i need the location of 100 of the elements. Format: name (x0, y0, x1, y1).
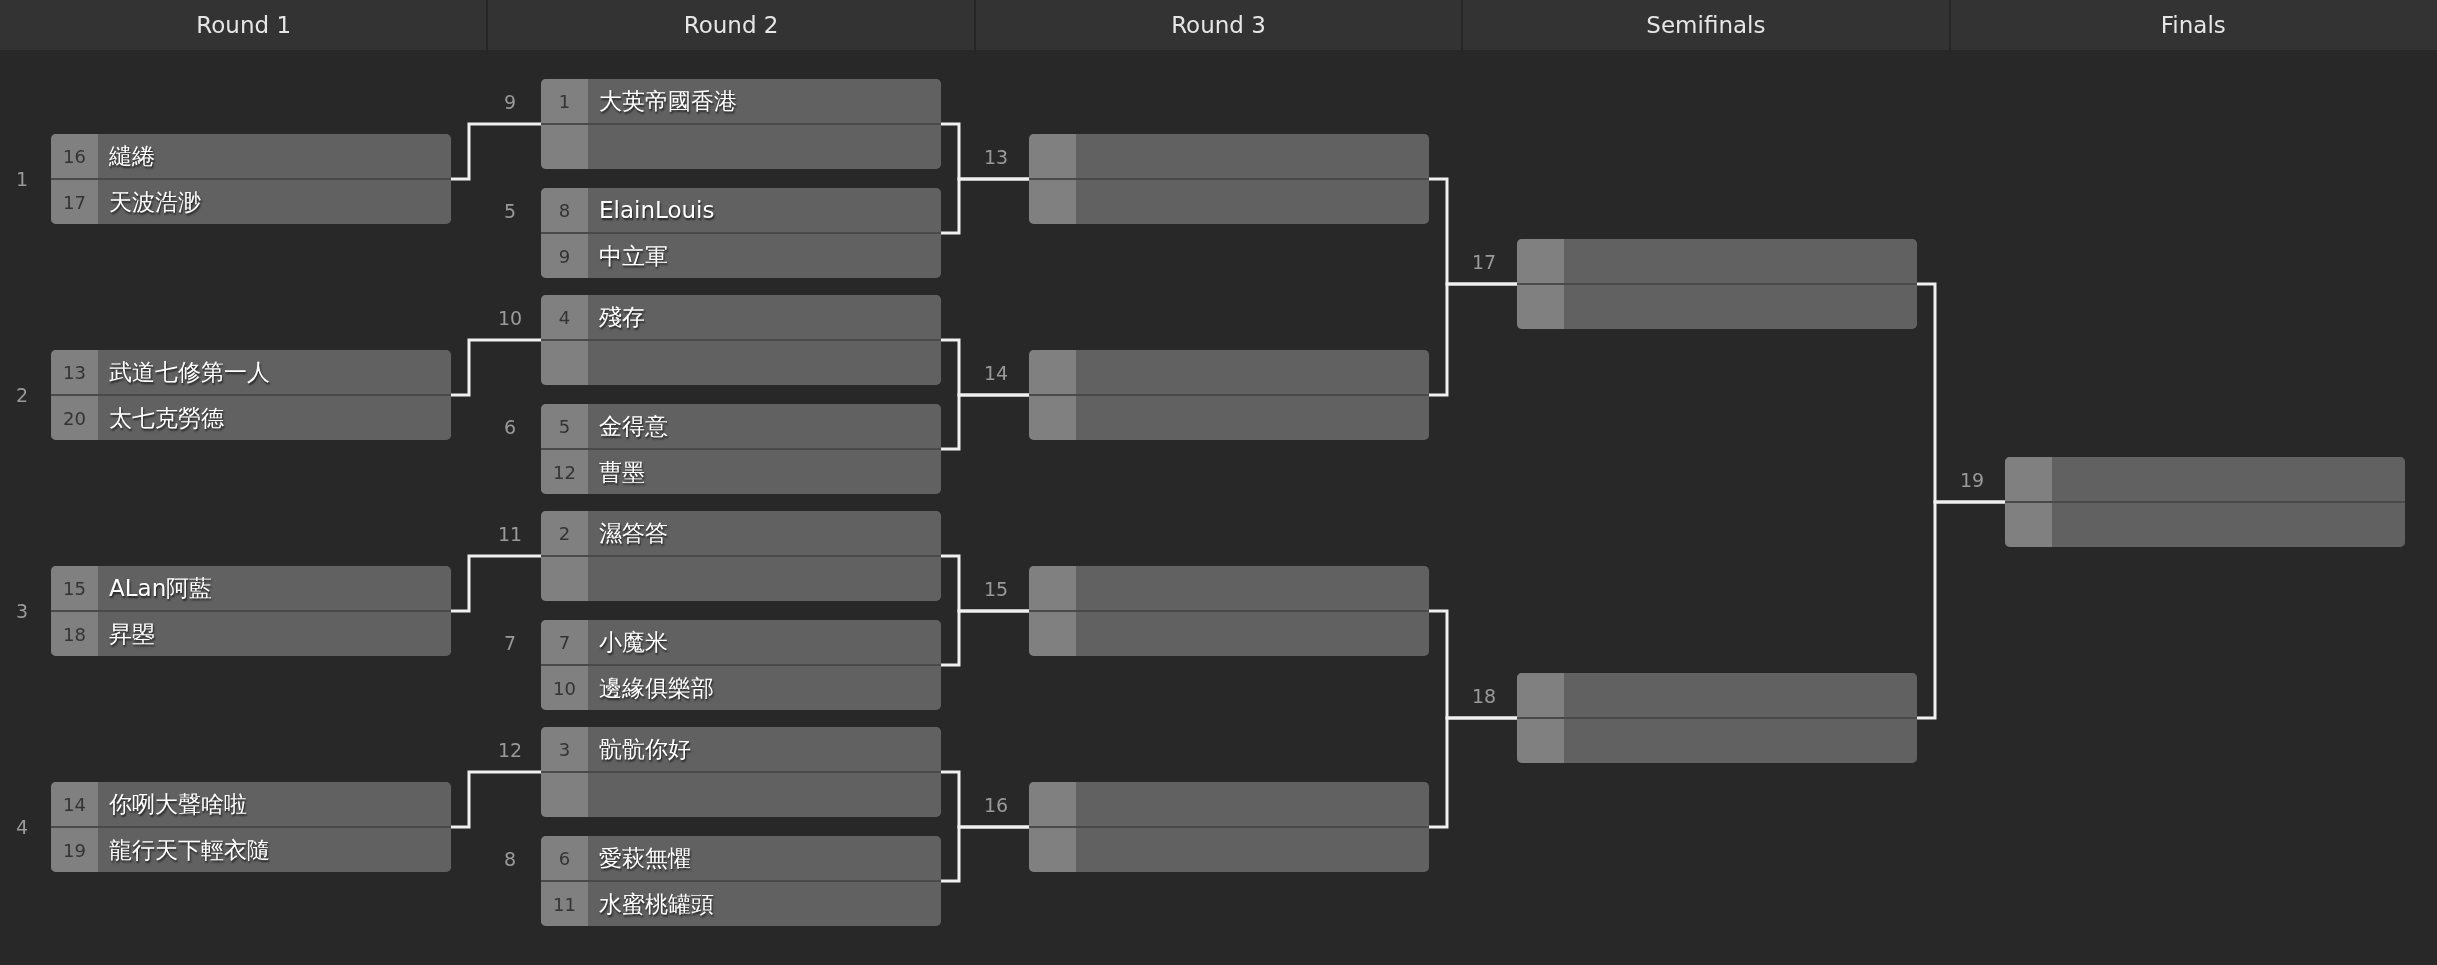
match-number: 17 (1470, 250, 1498, 274)
bracket-slot (2005, 503, 2405, 547)
bracket-line (451, 554, 541, 613)
bracket-slot (1029, 180, 1429, 224)
player-name: ALan阿藍 (109, 573, 213, 603)
round-header: Round 2 (682, 11, 780, 40)
bracket-slot (51, 134, 451, 178)
seed-cell: 8 (541, 188, 588, 232)
bracket-slot (541, 450, 941, 494)
bracket-slot (541, 882, 941, 926)
bracket-line (451, 770, 541, 829)
seed-cell: 5 (541, 404, 588, 448)
bracket-slot (541, 727, 941, 771)
bracket-slot (1517, 285, 1917, 329)
bracket-slot (51, 180, 451, 224)
match-number: 3 (14, 599, 30, 623)
bracket-slot (541, 125, 941, 169)
player-name: 曹墨 (599, 457, 645, 487)
match-number: 6 (502, 415, 518, 439)
player-name: 天波浩渺 (109, 187, 201, 217)
bracket-slot (51, 782, 451, 826)
bracket-slot (1029, 134, 1429, 178)
bracket-slot (1517, 239, 1917, 283)
match-number: 18 (1470, 684, 1498, 708)
match-card (1029, 782, 1429, 872)
match-number: 2 (14, 383, 30, 407)
match-number: 1 (14, 167, 30, 191)
match-card (541, 404, 941, 494)
player-name: 濕答答 (599, 518, 668, 548)
player-name: 小魔米 (599, 627, 668, 657)
match-number: 19 (1958, 468, 1986, 492)
bracket-line (941, 393, 1029, 451)
bracket-slot (2005, 457, 2405, 501)
player-name: 中立軍 (599, 241, 668, 271)
match-card (1517, 673, 1917, 763)
seed-cell: 19 (51, 828, 98, 872)
bracket-slot (541, 404, 941, 448)
bracket-line (1429, 716, 1517, 829)
match-card (2005, 457, 2405, 547)
player-name: 骯骯你好 (599, 734, 691, 764)
bracket-slot (541, 557, 941, 601)
bracket-line (1917, 500, 2005, 720)
bracket-slot (51, 396, 451, 440)
match-number: 7 (502, 631, 518, 655)
bracket-slot (541, 511, 941, 555)
player-name: 愛萩無懼 (599, 843, 691, 873)
bracket-slot (541, 666, 941, 710)
match-card (541, 188, 941, 278)
player-name: 武道七修第一人 (109, 357, 270, 387)
seed-cell: 12 (541, 450, 588, 494)
bracket-slot (1029, 350, 1429, 394)
bracket-slot (51, 612, 451, 656)
player-name: 大英帝國香港 (599, 86, 737, 116)
match-card (51, 134, 451, 224)
match-card (541, 727, 941, 817)
bracket-slot (51, 566, 451, 610)
match-number: 8 (502, 847, 518, 871)
match-card (1029, 134, 1429, 224)
match-card (1029, 566, 1429, 656)
match-card (541, 511, 941, 601)
match-card (541, 836, 941, 926)
round-header: Semifinals (1645, 11, 1767, 40)
player-name: 龍行天下輕衣隨 (109, 835, 270, 865)
bracket-slot (51, 828, 451, 872)
bracket-slot (541, 188, 941, 232)
match-number: 16 (982, 793, 1010, 817)
seed-cell: 9 (541, 234, 588, 278)
player-name: ElainLouis (599, 197, 715, 223)
bracket-slot (541, 773, 941, 817)
match-number: 5 (502, 199, 518, 223)
match-number: 11 (496, 522, 524, 546)
bracket-line (941, 825, 1029, 883)
bracket-slot (1517, 673, 1917, 717)
seed-cell: 16 (51, 134, 98, 178)
player-name: 你咧大聲啥啦 (109, 789, 247, 819)
match-number: 14 (982, 361, 1010, 385)
bracket-slot (1517, 719, 1917, 763)
seed-cell: 15 (51, 566, 98, 610)
seed-cell: 20 (51, 396, 98, 440)
seed-cell: 3 (541, 727, 588, 771)
bracket-line (941, 177, 1029, 235)
bracket-slot (541, 836, 941, 880)
match-card (541, 79, 941, 169)
seed-cell: 10 (541, 666, 588, 710)
round-header: Round 3 (1170, 11, 1267, 40)
bracket-slot (1029, 612, 1429, 656)
match-card (541, 295, 941, 385)
match-card (51, 350, 451, 440)
player-name: 昇曌 (109, 619, 155, 649)
bracket-slot (1029, 782, 1429, 826)
match-number: 15 (982, 577, 1010, 601)
seed-cell: 2 (541, 511, 588, 555)
match-card (51, 782, 451, 872)
round-header: Finals (2159, 11, 2227, 40)
seed-cell: 14 (51, 782, 98, 826)
match-card (541, 620, 941, 710)
seed-cell: 6 (541, 836, 588, 880)
round-header: Round 1 (195, 11, 293, 40)
bracket-slot (1029, 828, 1429, 872)
match-card (1517, 239, 1917, 329)
